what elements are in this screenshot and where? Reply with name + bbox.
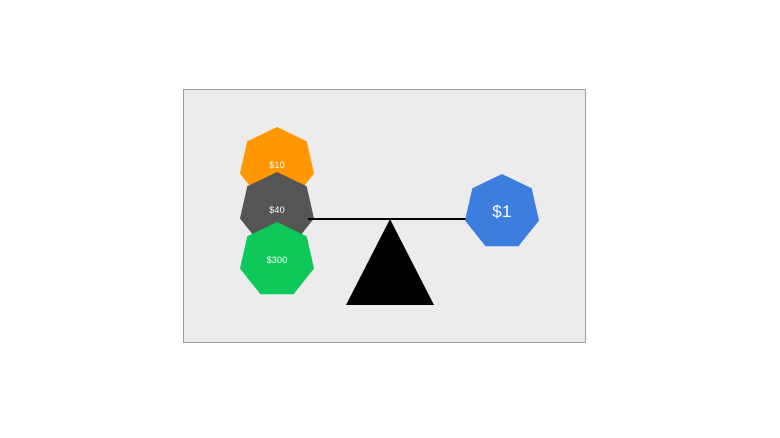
blue-heptagon-label: $1 [492,202,512,221]
green-heptagon-label: $300 [266,255,288,265]
gray-heptagon-label: $40 [269,205,285,215]
fulcrum-triangle [346,219,434,305]
balance-beam [308,218,470,220]
green-heptagon-shape [239,222,315,295]
orange-heptagon-label: $10 [269,160,285,170]
gray-heptagon-shape [239,172,315,245]
blue-heptagon-shape [464,174,540,247]
